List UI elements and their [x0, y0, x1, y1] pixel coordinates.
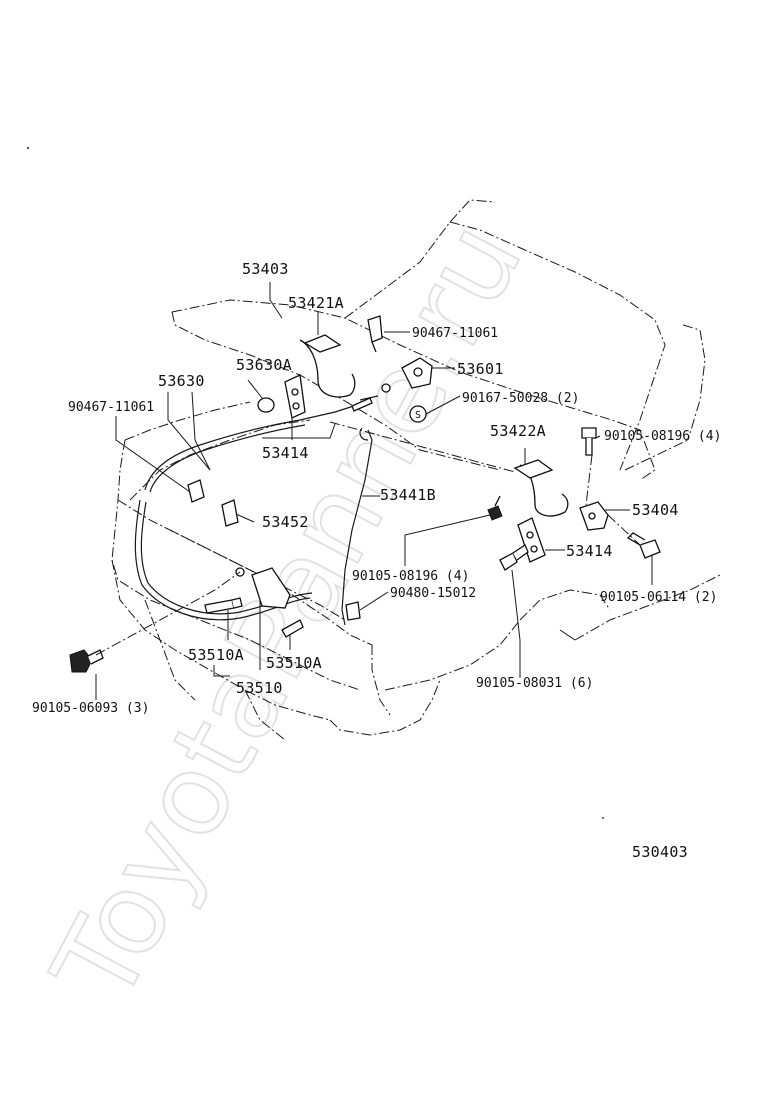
part-bolt-lower-left [69, 649, 104, 673]
callout-90105-08196-mid: 90105-08196 (4) [352, 569, 469, 584]
callout-53421a: 53421A [288, 294, 344, 312]
part-bolt-top-stay [351, 383, 391, 412]
part-bolt-diagonal-right [626, 532, 661, 559]
callout-90167-50028: 90167-50028 (2) [462, 391, 579, 406]
car-body-outline [111, 199, 721, 741]
speck [602, 817, 604, 819]
callout-90480-15012: 90480-15012 [390, 586, 476, 601]
callout-53414-right: 53414 [566, 542, 613, 560]
callout-53452: 53452 [262, 513, 309, 531]
callout-53404: 53404 [632, 501, 679, 519]
callout-53403: 53403 [242, 260, 289, 278]
part-hinge-right-upper [579, 501, 609, 531]
speck [27, 147, 29, 149]
part-hinge-bracket-left [284, 374, 306, 419]
callout-53510a-right: 53510A [266, 654, 322, 672]
callout-90105-06093: 90105-06093 (3) [32, 701, 149, 716]
part-lock-assy [401, 357, 433, 389]
part-bumper-stop-right [281, 619, 304, 638]
part-hood-hinge-right [513, 459, 569, 517]
callout-53414-left: 53414 [262, 444, 309, 462]
part-bolt-lower-center [499, 544, 529, 571]
callout-53441b: 53441B [380, 486, 436, 504]
sealant-marker-letter: S [415, 410, 421, 421]
callout-53422a: 53422A [490, 422, 546, 440]
callout-90467-11061-left: 90467-11061 [68, 400, 154, 415]
sealant-marker: S [409, 405, 427, 423]
part-bolt-hinge-mid [487, 495, 503, 521]
hood-support-rod [341, 427, 373, 626]
callout-90467-11061-top: 90467-11061 [412, 326, 498, 341]
callout-53510a-left: 53510A [188, 646, 244, 664]
callout-53630: 53630 [158, 372, 205, 390]
part-rod-holder [345, 601, 361, 621]
callout-53510: 53510 [236, 679, 283, 697]
part-clip-top [367, 315, 383, 353]
part-lock-control [221, 499, 239, 527]
part-hood-hinge-left [299, 334, 356, 398]
part-clip-left [187, 479, 205, 503]
figure-id: 530403 [632, 843, 688, 861]
part-bumper-stop-left [204, 597, 243, 614]
callout-90105-06114: 90105-06114 (2) [600, 590, 717, 605]
callout-90105-08031: 90105-08031 (6) [476, 676, 593, 691]
part-hood-cushion [257, 397, 275, 413]
leader-lines [95, 282, 653, 700]
callout-53630a: 53630A [236, 356, 292, 374]
part-callout-labels: 53403 53421A 90467-11061 53601 53630A 53… [32, 260, 721, 716]
callout-53601: 53601 [457, 360, 504, 378]
callout-90105-08196-right: 90105-08196 (4) [604, 429, 721, 444]
part-bolt-vertical [581, 427, 597, 456]
